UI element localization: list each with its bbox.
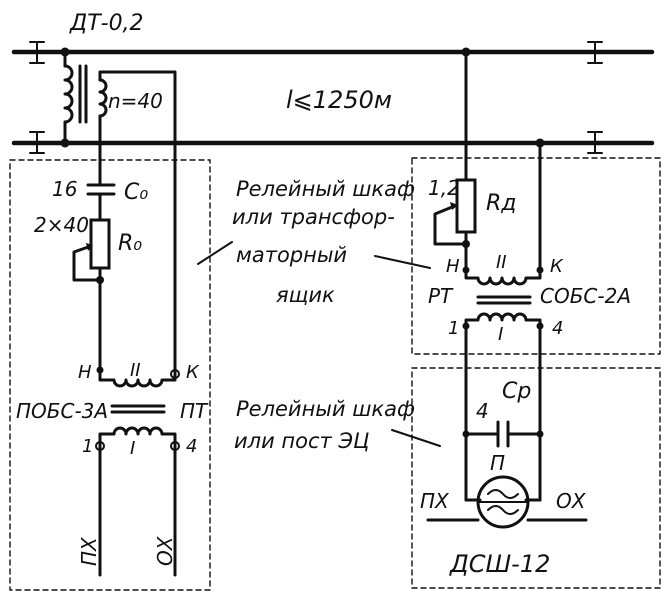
label-right-term-1: 1	[448, 318, 459, 339]
leader-lamp	[391, 429, 441, 447]
label-left-term-1: 1	[82, 436, 93, 457]
label-left-transformer: ПОБС-3А	[16, 399, 108, 423]
label-cp-value: 4	[476, 399, 489, 423]
label-lamp-ox: ОХ	[556, 489, 587, 513]
annotation-relay-a-2: или трансфор-	[232, 205, 395, 229]
label-lamp-device: ДСШ-12	[449, 550, 550, 578]
label-left-k: К	[186, 362, 200, 383]
left-wire-k	[98, 70, 177, 372]
left-winding-ii	[98, 368, 177, 388]
label-left-term-4: 4	[186, 436, 197, 457]
label-c0-value: 16	[52, 177, 77, 201]
label-rd-value: 1,2	[428, 176, 460, 200]
label-left-winding-ii: II	[130, 360, 141, 381]
right-winding-ii	[464, 268, 542, 286]
label-left-h: Н	[78, 362, 92, 383]
label-right-h: Н	[446, 256, 460, 277]
left-cabinet-frame	[9, 159, 211, 591]
label-right-term-4: 4	[552, 318, 563, 339]
label-right-k: К	[550, 256, 564, 277]
throttle-secondary-coil	[98, 78, 108, 118]
label-right-winding-i: I	[498, 324, 503, 345]
leader-left	[197, 241, 233, 265]
label-right-winding-ii: II	[496, 252, 507, 273]
label-left-winding-i: I	[130, 438, 135, 459]
label-dt-sensor: ДТ-0,2	[69, 11, 144, 36]
resistor-r0	[89, 218, 111, 270]
label-lamp-px: ПХ	[420, 489, 450, 513]
annotation-relay-b-2: или пост ЭЦ	[234, 429, 369, 453]
label-left-px: ПХ	[77, 536, 101, 566]
label-lamp: П	[490, 451, 505, 475]
right-cabinet-frame	[411, 157, 661, 355]
label-cp: Cр	[502, 379, 531, 404]
label-rd: Rд	[486, 191, 517, 216]
label-right-rt: РТ	[428, 284, 454, 308]
annotation-relay-b-1: Релейный шкаф	[236, 397, 415, 421]
label-left-pt: ПТ	[180, 399, 209, 423]
throttle-primary-coil	[63, 64, 74, 124]
label-left-ox: ОХ	[153, 535, 177, 566]
label-r0: R₀	[118, 231, 142, 256]
insulating-joints	[29, 41, 603, 154]
leader-right	[374, 255, 431, 269]
label-r0-value: 2×40	[34, 213, 89, 237]
label-right-transformer: СОБС-2А	[540, 284, 631, 308]
label-c0: C₀	[124, 180, 148, 205]
left-winding-i	[98, 426, 177, 450]
annotation-relay-a-3: маторный	[236, 243, 347, 267]
annotation-relay-a-1: Релейный шкаф	[236, 177, 415, 201]
annotation-relay-a-4: ящик	[276, 283, 335, 307]
right-winding-i	[464, 312, 542, 330]
label-ratio: n=40	[108, 89, 163, 113]
label-line-length: l⩽1250м	[286, 86, 392, 114]
